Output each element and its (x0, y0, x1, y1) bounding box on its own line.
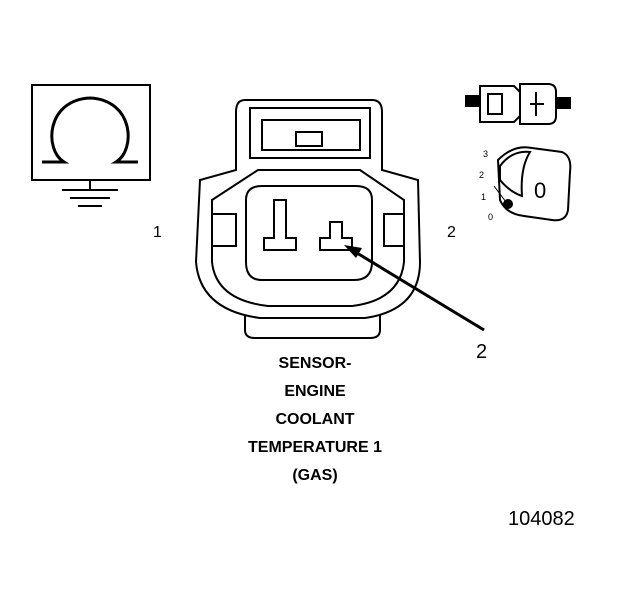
caption-line-2: ENGINE (284, 383, 346, 400)
pin-label-2: 2 (447, 224, 456, 241)
caption-line-3: COOLANT (275, 411, 355, 428)
position-3: 3 (483, 149, 488, 159)
callout-number: 2 (476, 341, 487, 363)
position-1: 1 (481, 192, 486, 202)
component-caption: SENSOR- ENGINE COOLANT TEMPERATURE 1 (GA… (200, 350, 430, 490)
knob-label: 0 (534, 178, 546, 203)
connector-housing (194, 99, 422, 339)
callout-arrow (344, 245, 485, 332)
pin-label-1: 1 (153, 224, 162, 241)
caption-line-1: SENSOR- (278, 355, 352, 372)
figure-number: 104082 (508, 508, 575, 530)
thermistor-symbol (31, 84, 151, 207)
terminal-pin-1 (263, 199, 297, 251)
position-2: 2 (479, 170, 484, 180)
position-knob (493, 146, 572, 222)
plug-illustration (465, 83, 571, 125)
caption-line-4: TEMPERATURE 1 (248, 439, 382, 456)
caption-line-5: (GAS) (292, 467, 338, 484)
position-0: 0 (488, 212, 493, 222)
